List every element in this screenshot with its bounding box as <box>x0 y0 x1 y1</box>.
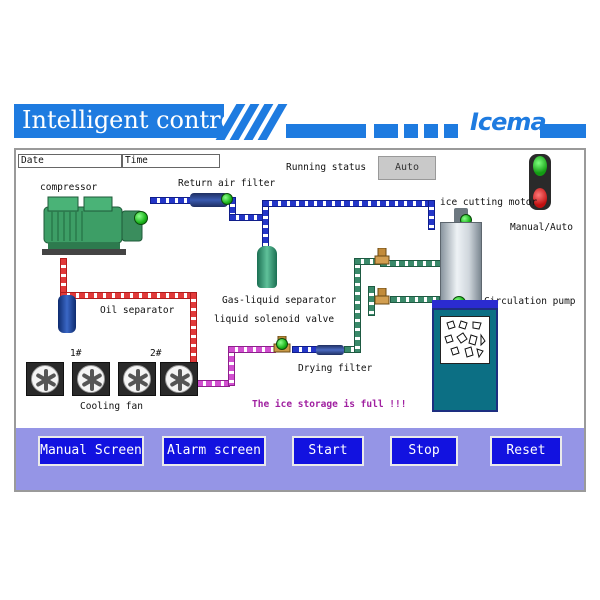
compressor-label: compressor <box>40 182 98 193</box>
pipe-green <box>354 258 361 353</box>
drying-filter-label: Drying filter <box>298 363 373 374</box>
running-status-button[interactable]: Auto <box>378 156 436 180</box>
fan-blade <box>44 369 48 380</box>
pipe-blue <box>428 200 435 230</box>
compressor-status-icon <box>134 211 148 225</box>
page-title: Intelligent control <box>22 106 243 134</box>
ice-storage-alert: The ice storage is full !!! <box>252 399 407 410</box>
fan-2-label: 2# <box>150 348 162 359</box>
oil-separator-label: Oil separator <box>100 305 175 316</box>
circulation-pump-label: Circulation pump <box>484 296 576 307</box>
time-field[interactable] <box>122 154 220 168</box>
pipe-pink <box>196 380 230 387</box>
reset-button[interactable]: Reset <box>490 436 562 466</box>
header-block <box>374 124 398 138</box>
fan-blade <box>136 369 140 380</box>
date-label: Date <box>21 155 44 166</box>
drying-filter-icon <box>316 345 344 355</box>
pipe-blue <box>150 197 192 204</box>
manual-lamp-icon <box>533 188 547 208</box>
return-air-filter-icon <box>190 193 228 207</box>
running-status-label: Running status <box>286 162 367 173</box>
liquid-solenoid-valve-label: liquid solenoid valve <box>214 314 335 325</box>
date-field[interactable] <box>18 154 122 168</box>
pipe-blue <box>292 346 318 353</box>
cooling-fan-icon <box>160 362 198 396</box>
fan-1-label: 1# <box>70 348 82 359</box>
valve-status-icon <box>276 338 288 350</box>
oil-separator-icon <box>58 295 76 333</box>
cooling-fan-icon <box>72 362 110 396</box>
pipe-red <box>60 258 67 296</box>
gas-liquid-separator-icon <box>257 246 277 288</box>
gas-liquid-separator-label: Gas-liquid separator <box>222 295 337 306</box>
start-button[interactable]: Start <box>292 436 364 466</box>
pipe-red <box>60 292 192 299</box>
pipe-blue <box>262 200 434 207</box>
pipe-pink <box>228 346 276 353</box>
cooling-fan-icon <box>26 362 64 396</box>
manual-screen-button[interactable]: Manual Screen <box>38 436 144 466</box>
cooling-fan-icon <box>118 362 156 396</box>
ice-storage-window <box>440 316 490 364</box>
pipe-green <box>390 296 440 303</box>
time-label: Time <box>125 155 148 166</box>
manual-auto-label: Manual/Auto <box>510 222 573 233</box>
header-block <box>424 124 438 138</box>
cooling-fan-label: Cooling fan <box>80 401 143 412</box>
expansion-valve-icon <box>374 247 390 268</box>
stop-button[interactable]: Stop <box>390 436 458 466</box>
ice-machine-icon <box>440 222 482 306</box>
fan-blade <box>178 369 182 380</box>
compressor-icon <box>42 193 146 259</box>
header-band <box>286 124 366 138</box>
ice-cutting-motor-label: ice cutting motor <box>440 197 538 208</box>
return-air-filter-label: Return air filter <box>178 178 276 189</box>
header-block <box>404 124 418 138</box>
brand-logo: Icema <box>470 108 547 136</box>
pipe-blue <box>262 200 269 248</box>
title-bar <box>14 104 224 138</box>
auto-lamp-icon <box>533 156 547 176</box>
expansion-valve-icon <box>374 287 390 308</box>
ice-machine-base <box>432 300 498 310</box>
filter-status-icon <box>221 193 233 205</box>
header-block <box>540 124 586 138</box>
header-block <box>444 124 458 138</box>
fan-blade <box>90 369 94 380</box>
alarm-screen-button[interactable]: Alarm screen <box>162 436 266 466</box>
